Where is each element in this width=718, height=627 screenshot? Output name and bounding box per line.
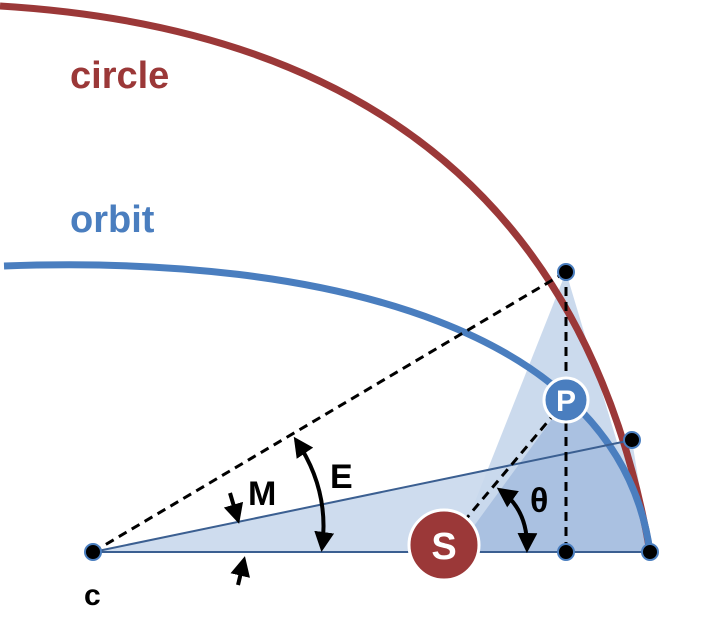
mean-anomaly-label: M <box>248 475 276 513</box>
mean-anomaly-arrow-top <box>223 492 244 524</box>
orbit-arc <box>3 261 654 553</box>
mean-anomaly-line <box>92 439 633 553</box>
planet-marker <box>542 376 590 424</box>
circle-point <box>557 263 575 281</box>
planet-label: P <box>556 385 576 418</box>
periapsis-point <box>641 543 659 561</box>
eccentric-anomaly-arrow <box>293 436 335 552</box>
true-anomaly-label: θ <box>530 482 548 520</box>
sun-label: S <box>431 526 456 568</box>
center-point <box>84 543 102 561</box>
sun-marker <box>407 508 481 582</box>
mean-anomaly-arrow-bottom <box>230 556 250 586</box>
foot-point <box>557 543 575 561</box>
orbit-point <box>623 431 641 449</box>
center-label: c <box>84 579 101 612</box>
orbit-label: orbit <box>70 199 155 241</box>
eccentric-anomaly-label: E <box>330 458 353 496</box>
circle-label: circle <box>70 55 169 97</box>
true-anomaly-arrow <box>496 487 538 553</box>
circle-arc <box>0 2 654 553</box>
eccentric-anomaly-dashed-line <box>92 270 567 554</box>
